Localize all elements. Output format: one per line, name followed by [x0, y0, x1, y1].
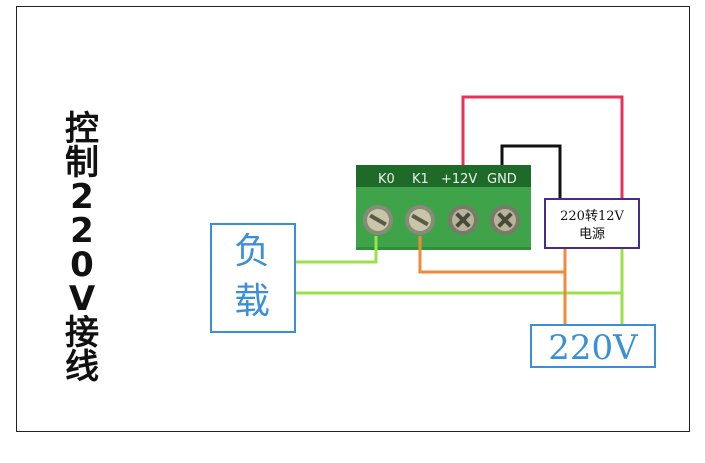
- screw-k0: [363, 205, 393, 235]
- screw-gnd: [490, 205, 520, 235]
- screw-k1: [405, 205, 435, 235]
- mains-box-label: 220V: [548, 328, 639, 368]
- terminal-block: K0 K1 +12V GND: [356, 165, 531, 250]
- screw-k0-slot: [369, 213, 387, 227]
- mains-box-frame: [530, 324, 656, 368]
- terminal-label-strip: [356, 165, 531, 187]
- wire-black-gnd: [500, 144, 562, 200]
- screw-12v-slot-b: [455, 212, 471, 228]
- title-char: 2: [70, 177, 94, 217]
- load-box-text-2: 载: [234, 281, 270, 322]
- screw-k1-slot: [411, 213, 429, 227]
- load-box: 负 载: [210, 223, 296, 333]
- terminal-label-gnd: GND: [487, 172, 517, 187]
- terminal-label-k0: K0: [378, 172, 395, 187]
- title-char: 2: [70, 211, 94, 251]
- title-char: V: [68, 279, 96, 319]
- psu-box-text-1: 220转12V: [560, 209, 624, 224]
- load-box-text-1: 负: [234, 231, 270, 272]
- title-char: 线: [65, 347, 99, 387]
- load-box-frame: [210, 223, 296, 333]
- diagram-frame: [16, 6, 690, 432]
- wire-red-12v: [461, 95, 624, 200]
- title-char: 接: [65, 313, 99, 353]
- terminal-label-k1: K1: [412, 172, 429, 187]
- wire-orange-k1: [418, 236, 565, 274]
- terminal-label-12v: +12V: [441, 172, 477, 187]
- frame-top-edge: [16, 6, 690, 7]
- screw-12v: [448, 205, 478, 235]
- mains-box: 220V: [530, 324, 656, 368]
- vertical-title: 控 制 2 2 0 V 接 线: [58, 112, 106, 384]
- psu-box: 220转12V 电源: [544, 198, 640, 249]
- wire-green-k0-load: [292, 236, 378, 264]
- title-char: 控: [65, 109, 99, 149]
- title-char: 制: [65, 143, 99, 183]
- screw-gnd-slot-b: [497, 212, 513, 228]
- title-char: 0: [70, 245, 94, 285]
- psu-box-text-2: 电源: [579, 227, 605, 242]
- psu-box-frame: [544, 198, 640, 249]
